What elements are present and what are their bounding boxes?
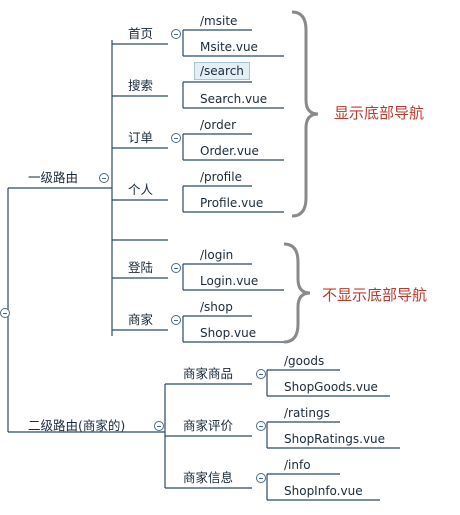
component-login: Login.vue (200, 274, 259, 288)
node-shop-ratings: 商家评价 (183, 418, 234, 433)
shop-collapse-toggle[interactable] (171, 315, 181, 325)
note-show-bottom-nav: 显示底部导航 (334, 104, 425, 122)
path-order: /order (200, 118, 237, 132)
path-search: /search (194, 62, 250, 80)
node-login: 登陆 (128, 260, 154, 275)
level2-route-label: 二级路由(商家的) (28, 418, 126, 433)
component-shop-ratings: ShopRatings.vue (284, 432, 386, 446)
shop-info-collapse-toggle[interactable] (256, 473, 266, 483)
home-collapse-toggle[interactable] (171, 29, 181, 39)
component-search: Search.vue (200, 92, 268, 106)
node-search: 搜索 (128, 78, 154, 93)
path-ratings: /ratings (284, 406, 330, 420)
order-collapse-toggle[interactable] (171, 133, 181, 143)
path-shop: /shop (200, 300, 233, 314)
shop-ratings-collapse-toggle[interactable] (256, 421, 266, 431)
path-login: /login (200, 248, 234, 262)
component-shop-info: ShopInfo.vue (284, 484, 363, 498)
component-shop: Shop.vue (200, 326, 257, 340)
brace-hide-nav (283, 242, 311, 344)
shop-goods-collapse-toggle[interactable] (256, 369, 266, 379)
level1-route-label: 一级路由 (28, 170, 79, 185)
level1-collapse-toggle[interactable] (99, 173, 109, 183)
path-info: /info (284, 458, 311, 472)
brace-show-nav (291, 10, 319, 218)
path-goods: /goods (284, 354, 325, 368)
node-shop-goods: 商家商品 (183, 366, 234, 381)
node-shop: 商家 (128, 312, 154, 327)
level2-collapse-toggle[interactable] (154, 421, 164, 431)
node-profile: 个人 (128, 182, 154, 197)
node-order: 订单 (128, 130, 154, 145)
component-order: Order.vue (200, 144, 259, 158)
login-collapse-toggle[interactable] (171, 263, 181, 273)
path-profile: /profile (200, 170, 242, 184)
root-collapse-toggle[interactable] (0, 308, 10, 318)
path-msite: /msite (200, 14, 238, 28)
node-shop-info: 商家信息 (183, 470, 234, 485)
component-msite: Msite.vue (200, 40, 258, 54)
node-home: 首页 (128, 26, 154, 41)
component-shop-goods: ShopGoods.vue (284, 380, 378, 394)
component-profile: Profile.vue (200, 196, 264, 210)
note-hide-bottom-nav: 不显示底部导航 (322, 286, 428, 304)
